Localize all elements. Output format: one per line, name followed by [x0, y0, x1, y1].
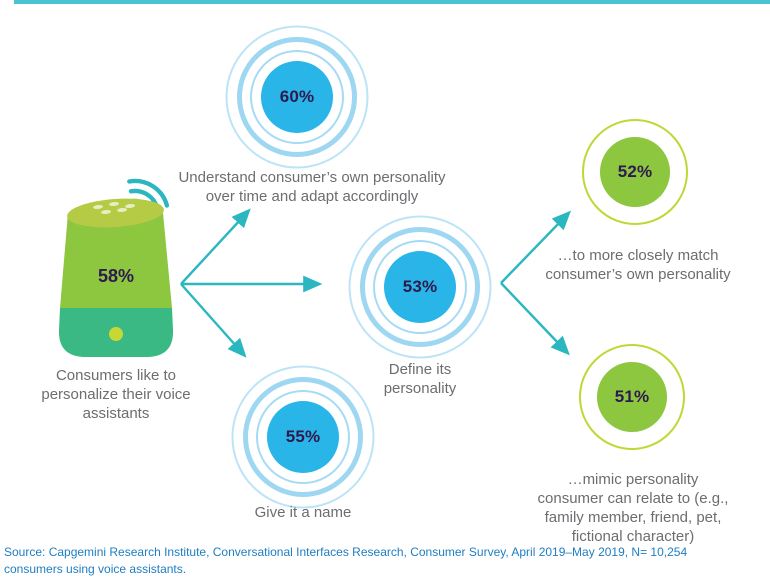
node-name-circle: 55%: [267, 401, 339, 473]
ring-outer: [231, 365, 375, 509]
speaker-top: [67, 198, 164, 228]
speaker-caption: Consumers like to personalize their voic…: [41, 367, 191, 422]
node-define: 53%: [348, 215, 492, 359]
ring-outer: [579, 344, 685, 450]
node-match: 52%: [582, 119, 688, 225]
ring-middle: [243, 377, 363, 497]
node-match-circle: 52%: [600, 137, 670, 207]
ring-middle: [237, 37, 357, 157]
label-understand: Understand consumer’s own personality ov…: [178, 169, 446, 205]
ring-inner: [373, 240, 467, 334]
ring-middle: [360, 227, 480, 347]
ring-inner: [250, 50, 344, 144]
top-accent-line: [14, 0, 770, 4]
node-mimic: 51%: [579, 344, 685, 450]
ring-outer: [225, 25, 369, 169]
ring-outer: [582, 119, 688, 225]
speaker-body: [60, 213, 172, 308]
speaker-base: [58, 308, 174, 357]
source-citation: Source: Capgemini Research Institute, Co…: [4, 545, 688, 576]
node-name: 55%: [231, 365, 375, 509]
node-mimic-value: 51%: [614, 387, 650, 406]
ring-inner: [256, 390, 350, 484]
node-define-value: 53%: [402, 277, 438, 296]
ring-outer: [348, 215, 492, 359]
speaker-vents: [93, 201, 135, 215]
node-understand: 60%: [225, 25, 369, 169]
speaker-light: [109, 327, 123, 341]
node-name-value: 55%: [285, 427, 321, 446]
arrow-to-mimic: [500, 282, 570, 356]
speaker-value: 58%: [97, 266, 135, 286]
arrow-to-understand: [180, 208, 251, 285]
node-mimic-circle: 51%: [597, 362, 667, 432]
node-match-value: 52%: [617, 162, 653, 181]
label-define: Define its personality: [383, 361, 457, 397]
node-understand-value: 60%: [279, 87, 315, 106]
node-define-circle: 53%: [384, 251, 456, 323]
arrow-to-name: [180, 283, 247, 358]
arrows-from-speaker: [180, 208, 323, 358]
label-name: Give it a name: [254, 504, 352, 521]
label-match: …to more closely match consumer’s own pe…: [545, 247, 731, 283]
label-mimic: …mimic personality consumer can relate t…: [537, 471, 729, 545]
node-understand-circle: 60%: [261, 61, 333, 133]
